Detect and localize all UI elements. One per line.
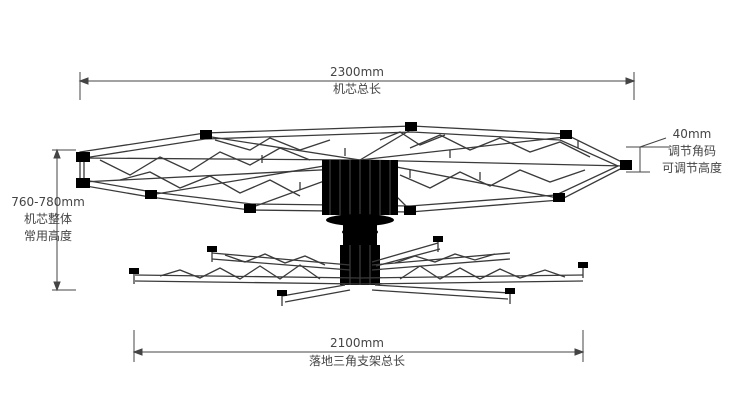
height-dimension: [52, 148, 76, 292]
height-value: 760-780mm: [11, 195, 85, 209]
corner-bracket-callout: [626, 137, 670, 173]
base-length-dimension: [132, 330, 585, 362]
foot-pads: [129, 236, 588, 306]
floor-base-stand: [129, 236, 588, 306]
corner-bracket-caption-line1: 调节角码: [668, 144, 716, 158]
total-length-dimension: [78, 72, 636, 100]
total-length-value: 2300mm: [330, 65, 384, 79]
base-length-value: 2100mm: [330, 336, 384, 350]
top-truss-frame: [76, 122, 632, 215]
total-length-caption: 机芯总长: [333, 82, 381, 96]
height-caption-line2: 常用高度: [24, 228, 72, 243]
central-hub: [322, 160, 398, 285]
height-caption-line1: 机芯整体: [24, 211, 72, 226]
corner-bracket-value: 40mm: [673, 127, 712, 141]
base-length-caption: 落地三角支架总长: [309, 354, 405, 368]
corner-bracket-caption-line2: 可调节高度: [662, 160, 722, 175]
